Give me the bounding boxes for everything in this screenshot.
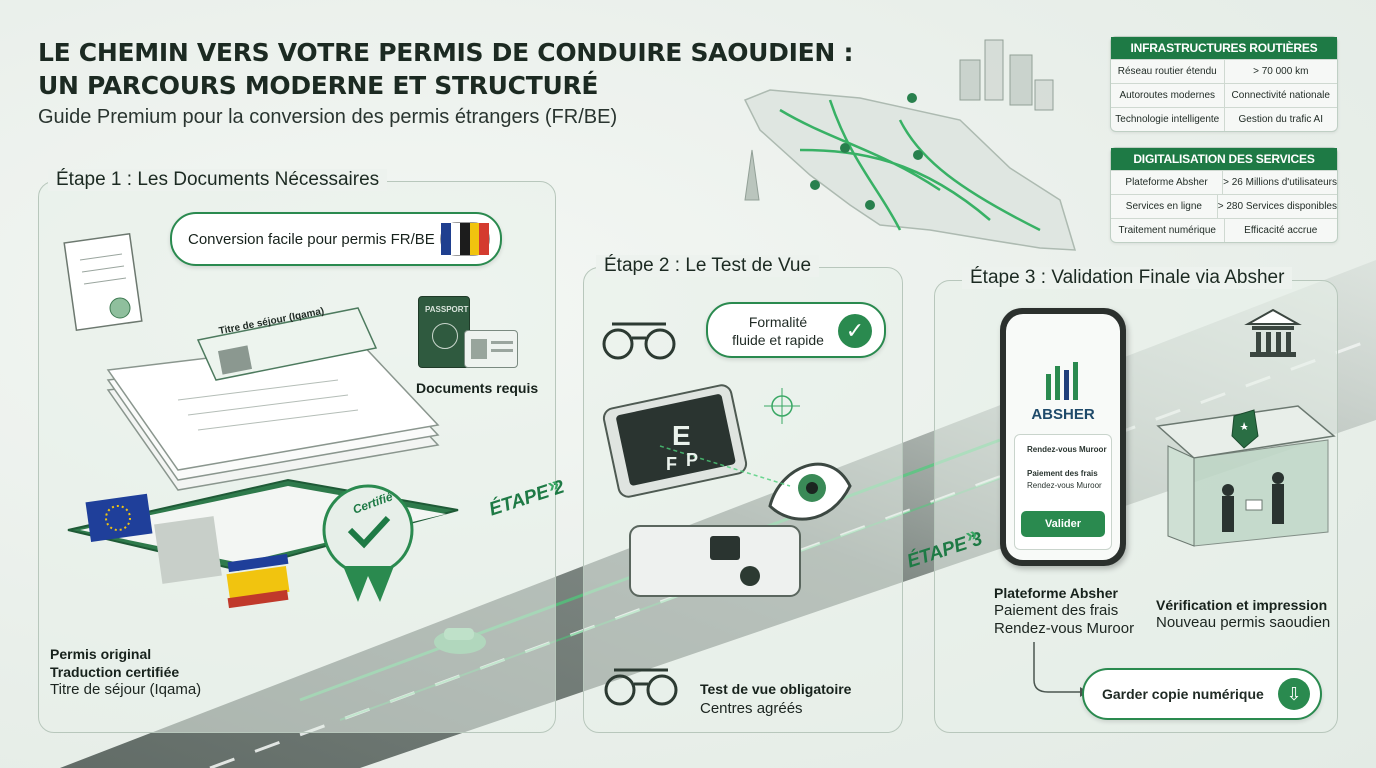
step1-title: Étape 1 : Les Documents Nécessaires [48, 169, 388, 191]
title-line-2: UN PARCOURS MODERNE ET STRUCTURÉ [38, 71, 599, 100]
eye-test-machine [602, 384, 852, 597]
absher-logo-icon [1046, 362, 1078, 400]
digitalisation-heading: DIGITALISATION DES SERVICES [1111, 148, 1337, 170]
conversion-bubble: Conversion facile pour permis FR/BE [170, 212, 502, 266]
eye-test-labels: Test de vue obligatoire Centres agréés [700, 680, 851, 718]
eye-test-required-label: Test de vue obligatoire [700, 681, 852, 697]
table-cell-label: Autoroutes modernes [1111, 84, 1225, 107]
table-row: Autoroutes modernes Connectivité nationa… [1111, 83, 1337, 107]
id-card-icon [464, 330, 518, 368]
table-row: Services en ligne > 280 Services disponi… [1111, 194, 1337, 218]
certified-seal-icon [322, 484, 414, 602]
approved-centres-label: Centres agréés [700, 700, 803, 717]
step1-list: Permis original Traduction certifiée Tit… [50, 645, 201, 699]
validate-button[interactable]: Valider [1021, 511, 1105, 537]
infrastructure-table: INFRASTRUCTURES ROUTIÈRES Réseau routier… [1110, 36, 1338, 132]
table-cell-value: > 26 Millions d'utilisateurs [1223, 177, 1337, 188]
documents-stack-illustration [63, 232, 459, 609]
government-building-icon [1244, 308, 1302, 357]
glasses-icon [604, 668, 678, 706]
paper-stack [106, 339, 440, 491]
platform-title: Plateforme Absher [994, 585, 1118, 601]
verification-title: Vérification et impression [1156, 597, 1328, 613]
table-row: Plateforme Absher > 26 Millions d'utilis… [1111, 170, 1337, 194]
table-cell-value: > 280 Services disponibles [1217, 201, 1337, 212]
phone-list-item[interactable]: Paiement des frais [1027, 469, 1098, 478]
table-row: Technologie intelligente Gestion du traf… [1111, 107, 1337, 131]
phone-card: Rendez-vous Muroor Paiement des frais Re… [1014, 434, 1112, 550]
table-cell-value: Gestion du trafic AI [1238, 114, 1324, 125]
platform-line: Paiement des frais [994, 602, 1119, 619]
step2-title: Étape 2 : Le Test de Vue [596, 255, 820, 277]
table-cell-value: Efficacité accrue [1244, 225, 1318, 236]
table-cell-label: Plateforme Absher [1111, 171, 1224, 194]
formality-bubble-line2: fluide et rapide [732, 332, 824, 348]
verification-line: Nouveau permis saoudien [1156, 614, 1331, 631]
infrastructure-heading: INFRASTRUCTURES ROUTIÈRES [1111, 37, 1337, 59]
title-line-1: LE CHEMIN VERS VOTRE PERMIS DE CONDUIRE … [38, 38, 854, 67]
phone-mockup: ABSHER Rendez-vous Muroor Paiement des f… [1000, 308, 1126, 566]
passport-label: PASSPORT [425, 305, 469, 314]
table-cell-value: Connectivité nationale [1231, 90, 1330, 101]
check-icon: ✓ [838, 314, 872, 348]
target-icon [764, 388, 800, 424]
list-item: Titre de séjour (Iqama) [50, 681, 202, 698]
globe-icon [432, 323, 458, 349]
table-cell-label: Technologie intelligente [1111, 108, 1225, 131]
keep-copy-label: Garder copie numérique [1102, 686, 1264, 702]
list-item: Permis original [50, 646, 152, 662]
documents-required-label: Documents requis [416, 380, 539, 396]
cloud-download-icon: ⇩ [1278, 678, 1310, 710]
eye-chart-letter: P [686, 450, 699, 470]
table-cell-label: Services en ligne [1111, 195, 1218, 218]
passport-icon: PASSPORT [418, 296, 470, 368]
keep-copy-button[interactable]: Garder copie numérique ⇩ [1082, 668, 1322, 720]
page-title: LE CHEMIN VERS VOTRE PERMIS DE CONDUIRE … [38, 36, 898, 102]
table-cell-label: Réseau routier étendu [1111, 60, 1225, 83]
table-cell-label: Traitement numérique [1111, 219, 1225, 242]
platform-info: Plateforme Absher Paiement des frais Ren… [994, 584, 1134, 638]
step3-title: Étape 3 : Validation Finale via Absher [962, 267, 1293, 289]
glasses-icon [602, 322, 676, 360]
formality-bubble-line1: Formalité [748, 314, 808, 330]
formality-bubble: Formalité fluide et rapide ✓ [706, 302, 886, 358]
eye-chart-letter: E [672, 420, 691, 451]
paper-icon [63, 232, 143, 332]
table-row: Traitement numérique Efficacité accrue [1111, 218, 1337, 242]
phone-list-item[interactable]: Rendez-vous Muroor [1027, 481, 1102, 490]
digitalisation-table: DIGITALISATION DES SERVICES Plateforme A… [1110, 147, 1338, 243]
eye-chart-letter: F [666, 454, 677, 474]
platform-line: Rendez-vous Muroor [994, 620, 1135, 637]
arrow-connector [1033, 642, 1088, 697]
app-name: ABSHER [1031, 406, 1095, 423]
police-station-illustration [1156, 405, 1336, 547]
flag-france-icon [440, 222, 490, 256]
phone-list-item[interactable]: Rendez-vous Muroor [1027, 445, 1107, 454]
table-row: Réseau routier étendu > 70 000 km [1111, 59, 1337, 83]
table-cell-value: > 70 000 km [1253, 66, 1309, 77]
verification-info: Vérification et impression Nouveau permi… [1156, 596, 1330, 632]
map-illustration [743, 39, 1077, 251]
conversion-bubble-text: Conversion facile pour permis FR/BE [188, 231, 435, 248]
list-item: Traduction certifiée [50, 664, 180, 680]
residence-card [196, 307, 378, 381]
page-subtitle: Guide Premium pour la conversion des per… [38, 106, 618, 128]
